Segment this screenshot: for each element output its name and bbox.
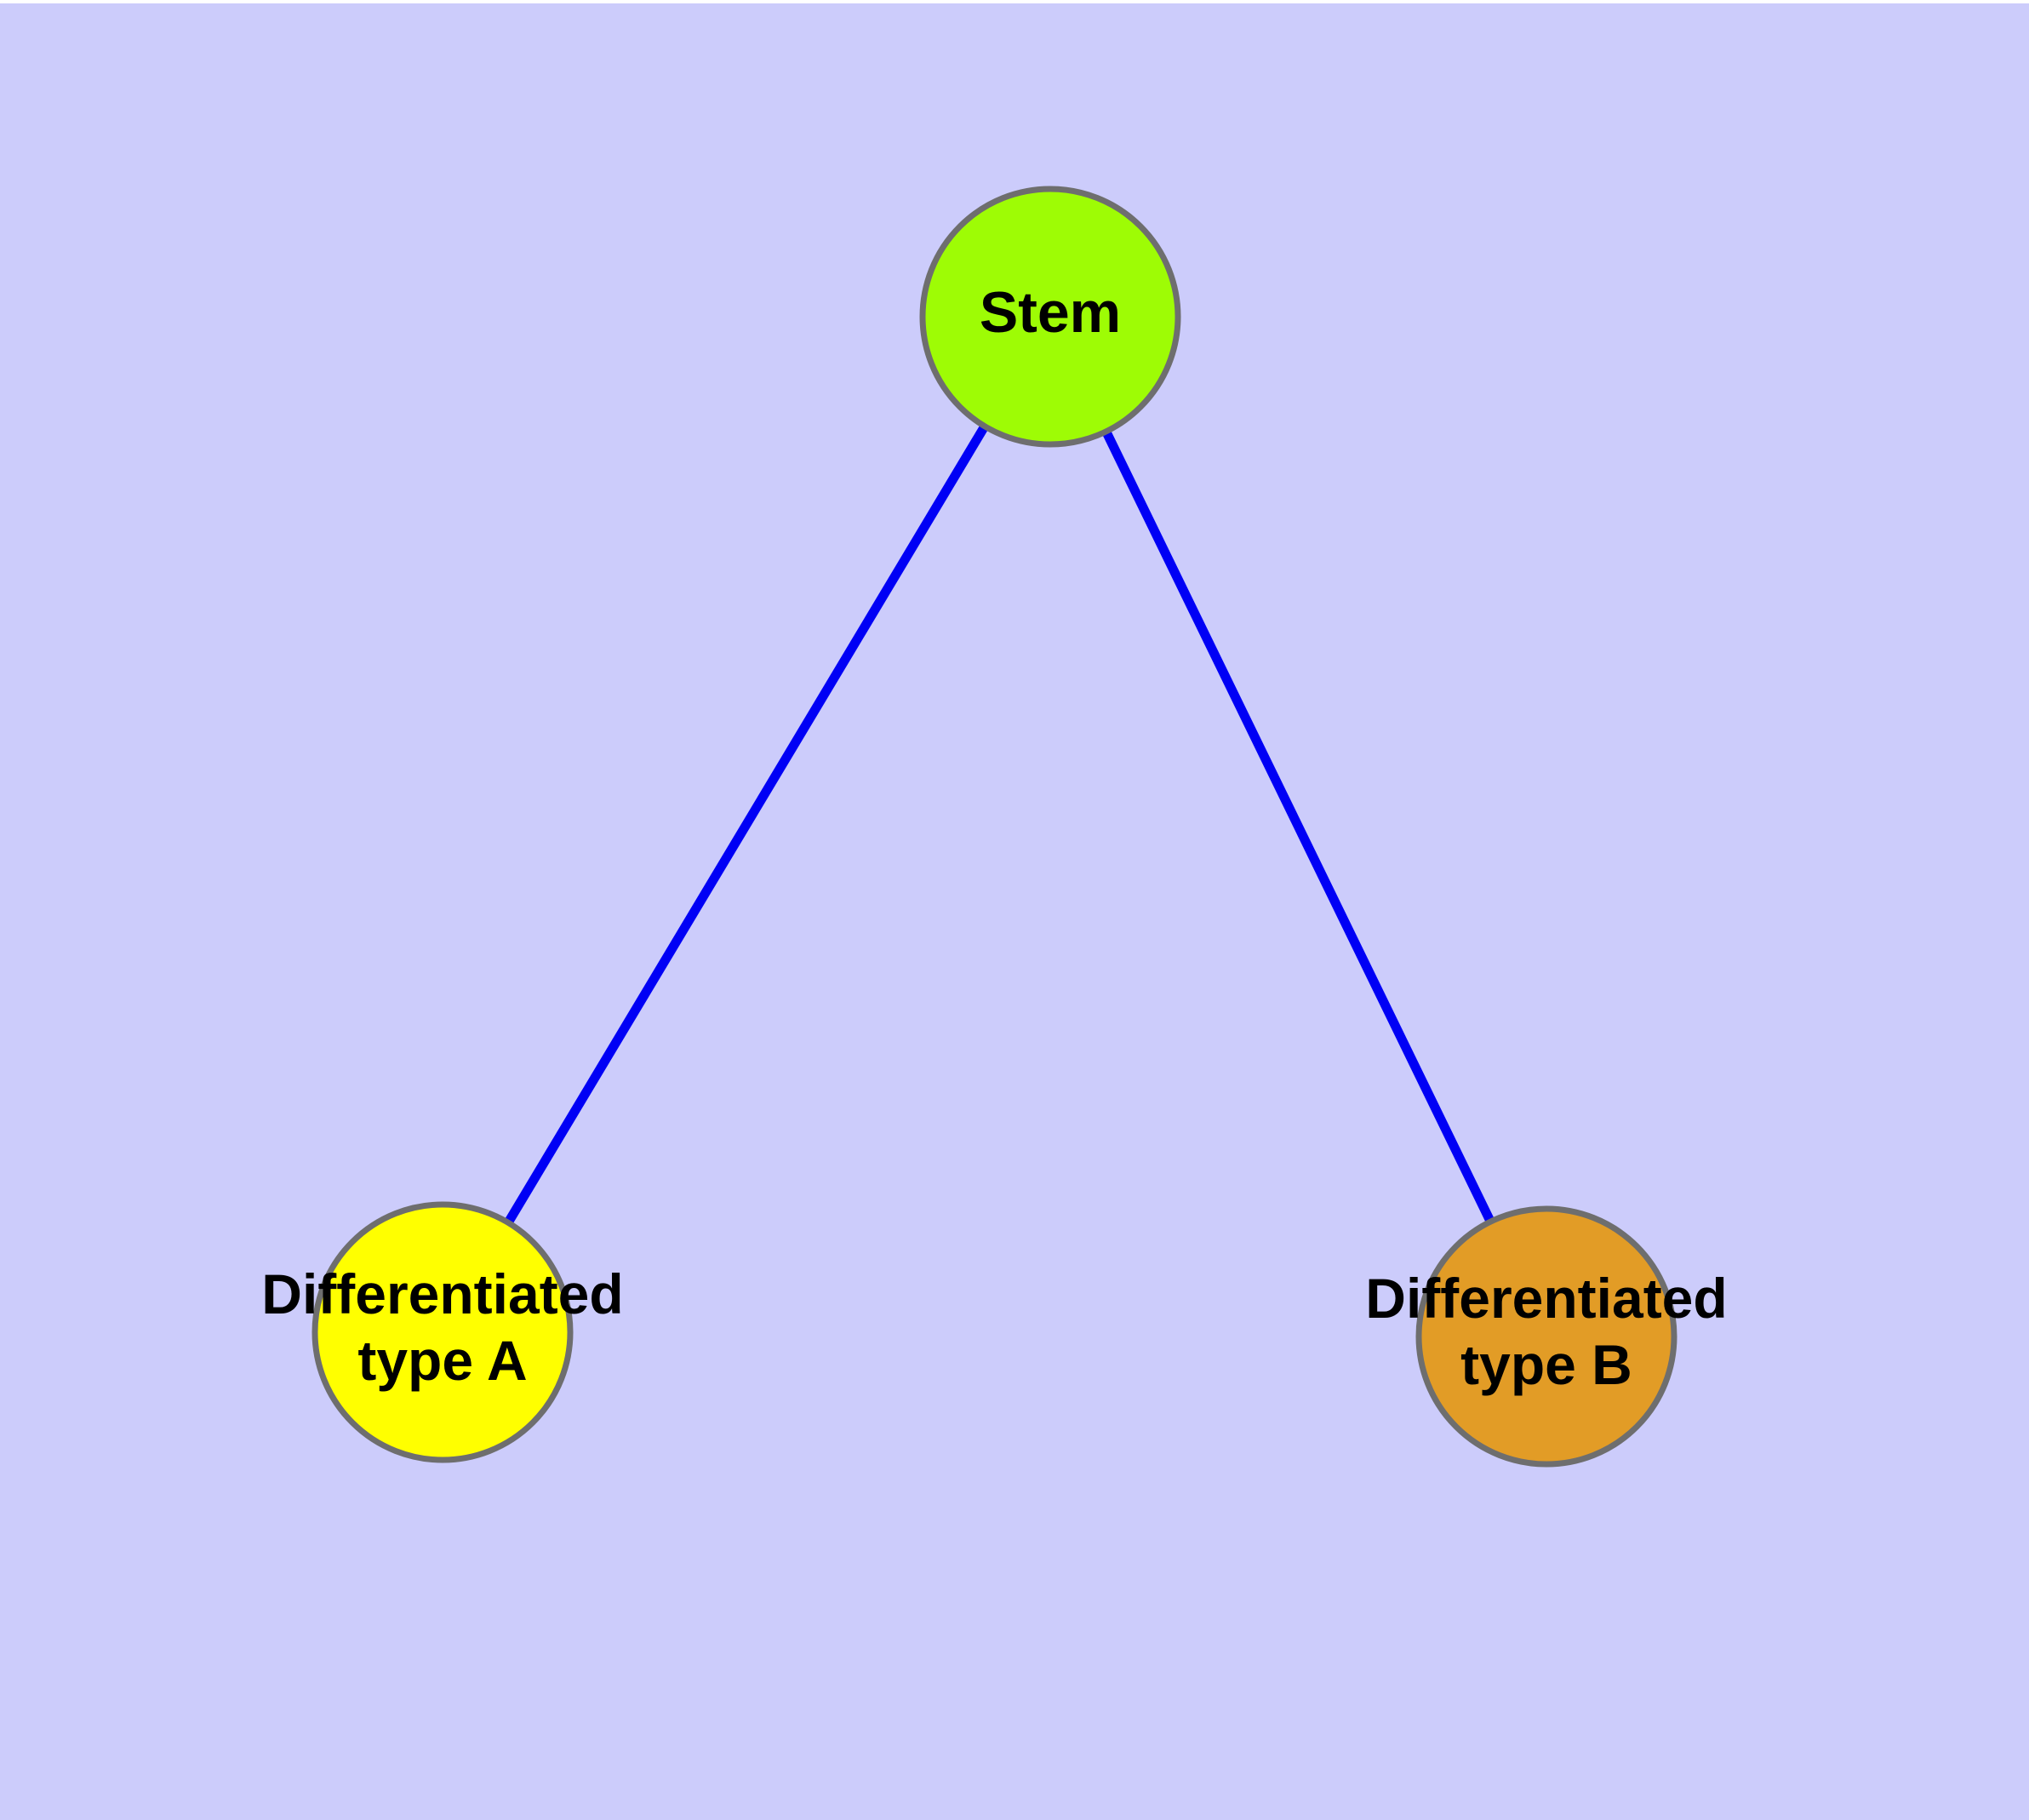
node-label-line: type A — [357, 1329, 527, 1392]
nodes-layer — [311, 186, 1677, 1468]
edge-stem-diff-a — [505, 426, 988, 1223]
node-stem[interactable] — [919, 186, 1181, 448]
node-label-line: Differentiated — [261, 1262, 623, 1325]
node-diff_b[interactable] — [1415, 1205, 1677, 1468]
node-label-stem: Stem — [980, 280, 1121, 345]
node-label-line: type B — [1460, 1333, 1632, 1396]
node-label-line: Differentiated — [1365, 1267, 1727, 1330]
node-label-line: Stem — [980, 280, 1121, 345]
edges-layer — [505, 426, 1494, 1223]
node-diff_a[interactable] — [311, 1201, 574, 1463]
edge-stem-diff-b — [1103, 432, 1494, 1222]
